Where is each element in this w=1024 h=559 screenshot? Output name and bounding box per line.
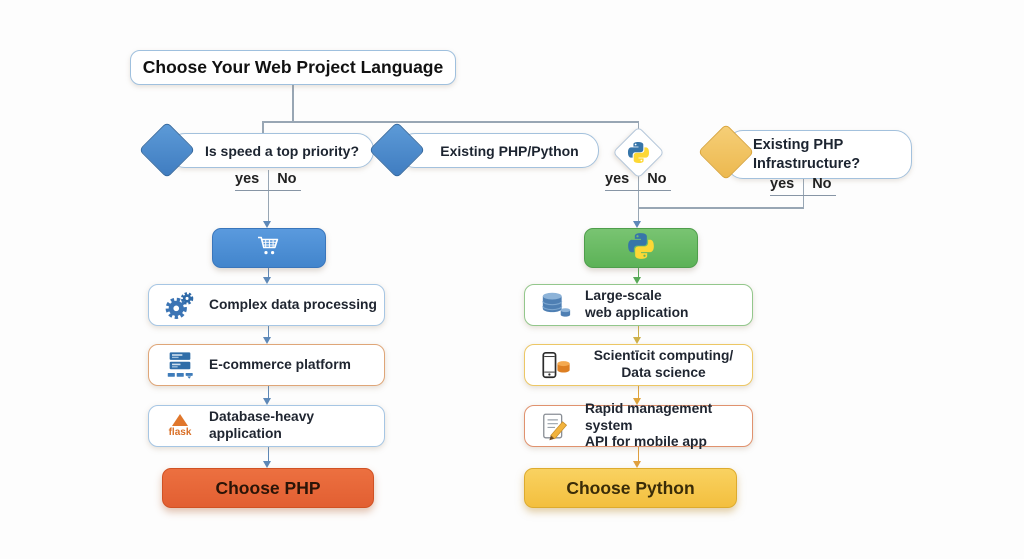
smartphone-data-icon <box>538 351 574 380</box>
arrow-down-icon <box>263 221 272 228</box>
connector-d4-branch <box>802 177 804 208</box>
step-scientific-computing-data-science: Scientīcit computing/ Data science <box>524 344 753 386</box>
step-label: E-commerce platform <box>209 356 351 372</box>
payment-cards-icon <box>162 351 198 380</box>
flask-icon-label: flask <box>168 427 192 438</box>
step-ecommerce-platform: E-commerce platform <box>148 344 385 386</box>
decision-existing-php-python: Existing PHP/Python <box>398 133 599 168</box>
connector-title-drop <box>292 83 294 121</box>
page-title: Choose Your Web Project Language <box>142 57 444 77</box>
connector-php-3 <box>267 386 269 399</box>
step-label-line1: Scientīcit computing/ <box>593 348 734 364</box>
arrow-down-icon <box>263 277 272 284</box>
step-database-heavy-application: flask Database-heavy application <box>148 405 385 447</box>
connector-d3-branch <box>637 174 639 221</box>
no-label: No <box>812 176 832 192</box>
arrow-down-icon <box>263 398 272 405</box>
yes-label: yes <box>770 176 795 192</box>
arrow-down-icon <box>633 337 642 344</box>
arrow-down-icon <box>633 398 642 405</box>
arrow-down-icon <box>633 277 642 284</box>
connector-php-4 <box>267 447 269 462</box>
branch-labels-python: yes No <box>605 171 671 191</box>
no-label: No <box>647 171 667 187</box>
choose-php-node: Choose PHP <box>162 468 374 508</box>
php-entry-node <box>212 228 326 268</box>
decision-diamond-icon <box>138 121 196 179</box>
title-node: Choose Your Web Project Language <box>130 50 456 85</box>
connector-py-2 <box>637 326 639 338</box>
database-icon <box>538 291 574 320</box>
connector-merge <box>637 207 804 209</box>
step-label-line1: Rapid management system <box>585 400 713 433</box>
step-large-scale-web-application: Large-scale web application <box>524 284 753 326</box>
connector-php-1 <box>267 266 269 278</box>
connector-rail-drop-right <box>637 121 639 132</box>
step-label-line1: Large-scale <box>585 288 662 304</box>
decision-label: Existing PHP/Python <box>440 142 579 159</box>
decision-label: Is speed a top priority? <box>204 142 360 159</box>
yes-label: yes <box>235 171 260 187</box>
result-label: Choose PHP <box>215 477 321 498</box>
decision-diamond-icon <box>368 121 426 179</box>
no-label: No <box>277 171 297 187</box>
python-entry-node <box>584 228 698 268</box>
decision-speed-priority: Is speed a top priority? <box>168 133 374 168</box>
step-label: Database-heavy application <box>209 409 315 441</box>
branch-labels-infra: yes No <box>770 176 836 196</box>
step-label-line2: API for mobile app <box>585 434 707 450</box>
connector-py-1 <box>637 266 639 278</box>
connector-top-rail <box>262 121 639 123</box>
flask-icon: flask <box>162 414 198 438</box>
arrow-down-icon <box>633 461 642 468</box>
arrow-down-icon <box>263 337 272 344</box>
step-label-line2: web application <box>585 305 689 320</box>
result-label: Choose Python <box>566 477 695 498</box>
python-logo-icon <box>627 141 650 164</box>
decision-label-line1: Existing PHP <box>753 136 844 153</box>
gears-icon <box>162 291 198 320</box>
arrow-down-icon <box>633 221 642 228</box>
connector-py-3 <box>637 386 639 399</box>
memo-pencil-icon <box>538 412 574 441</box>
connector-php-2 <box>267 326 269 338</box>
yes-label: yes <box>605 171 630 187</box>
decision-existing-php-infra: Existing PHP Infrastıructure? <box>726 130 912 179</box>
step-label-line2: Data science <box>621 365 706 380</box>
step-label: Complex data processing <box>209 296 377 312</box>
step-rapid-management-api: Rapid management system API for mobile a… <box>524 401 753 449</box>
step-complex-data-processing: Complex data processing <box>148 284 385 326</box>
decision-python-logo-node <box>612 126 665 179</box>
shopping-cart-icon <box>256 234 282 263</box>
arrow-down-icon <box>263 461 272 468</box>
branch-labels-speed: yes No <box>235 171 301 191</box>
connector-rail-drop-left <box>262 121 264 134</box>
connector-d1-branch <box>267 170 269 221</box>
decision-label-line2: Infrastıructure? <box>753 155 861 172</box>
python-logo-icon <box>627 232 655 265</box>
connector-py-4 <box>637 447 639 462</box>
choose-python-node: Choose Python <box>524 468 737 508</box>
